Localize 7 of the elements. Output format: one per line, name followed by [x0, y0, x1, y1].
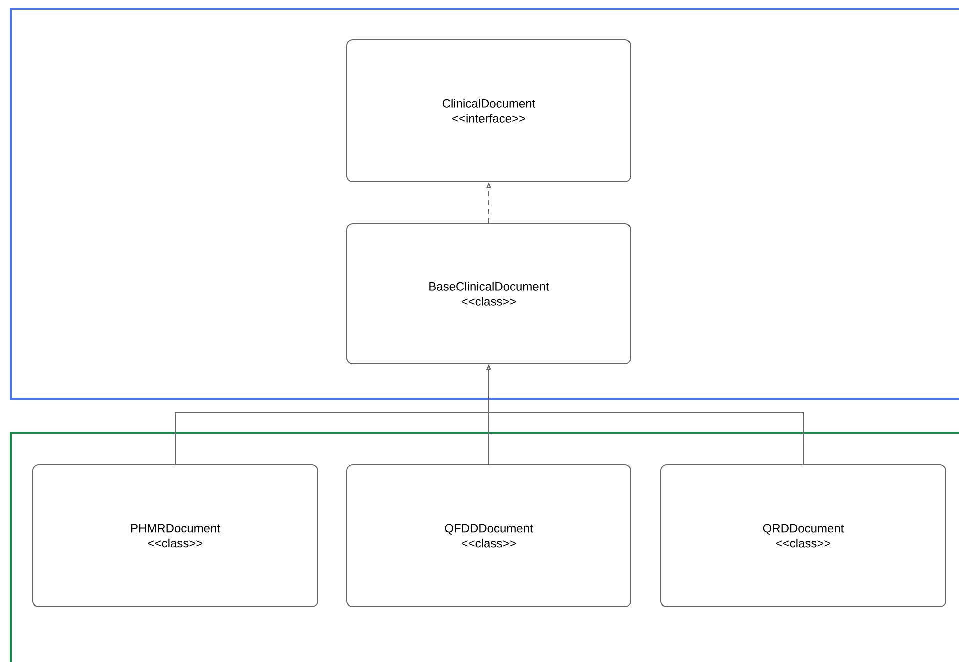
region-frame: [10, 8, 959, 400]
class-box: PHMRDocument <<class>>: [32, 464, 318, 608]
region-frame: [10, 432, 959, 662]
class-box: BaseClinicalDocument <<class>>: [346, 224, 632, 364]
class-box: ClinicalDocument <<interface>>: [346, 40, 632, 182]
class-box: QRDDocument <<class>>: [660, 464, 946, 608]
class-box: QFDDDocument <<class>>: [346, 464, 632, 608]
